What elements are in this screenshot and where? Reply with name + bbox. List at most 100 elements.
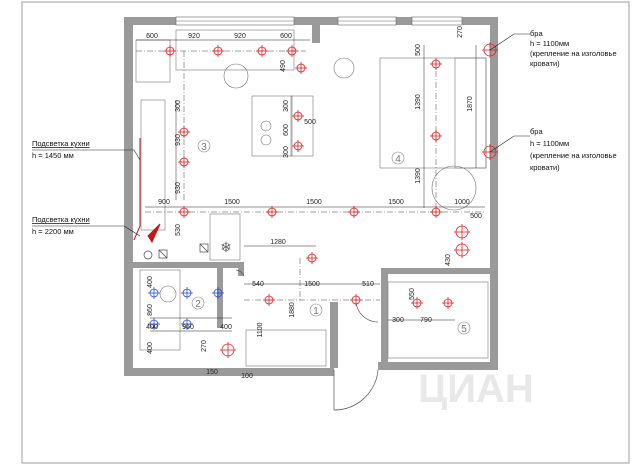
dim-label: 400 (146, 324, 158, 331)
dim-label: 400 (220, 324, 232, 331)
light-fixture (164, 45, 176, 57)
bathroom-light (181, 318, 193, 330)
dim-label: 500 (415, 44, 422, 56)
windows (175, 16, 463, 26)
light-fixture (286, 45, 298, 57)
dim-label: 1390 (415, 94, 422, 110)
light-fixture (454, 242, 470, 258)
bathroom-light (181, 287, 193, 299)
annotation-kitchen-light-1-title: Подсветка кухни (32, 139, 90, 148)
bathroom-light (148, 287, 160, 299)
room-number-4: 4 (395, 154, 401, 165)
light-fixture (348, 206, 360, 218)
annotation-kitchen-light-1-height: h = 1450 мм (32, 151, 74, 160)
dim-label: 500 (304, 119, 316, 126)
light-fixture (212, 45, 224, 57)
dim-label: 1100 (257, 322, 264, 337)
dim-label: 490 (280, 60, 287, 72)
light-fixture (306, 252, 318, 264)
annotation-bra-right-2: h = 1100мм (530, 139, 569, 148)
dimension-labels: 600 920 920 600 490 300 600 300 500 300 … (146, 26, 482, 380)
light-fixture (292, 140, 304, 152)
dim-label: 920 (188, 33, 200, 40)
annotation-bra-top-1: бра (530, 29, 543, 38)
watermark: ЦИАН (418, 367, 534, 411)
dim-label: 930 (175, 134, 182, 146)
dim-label: 920 (234, 33, 246, 40)
dim-label: 500 (470, 213, 482, 220)
light-fixture (256, 45, 268, 57)
dim-label: 600 (283, 124, 290, 136)
annotation-kitchen-light-2-title: Подсветка кухни (32, 215, 90, 224)
light-fixture (263, 294, 275, 306)
dim-label: 150 (206, 369, 218, 376)
sheet-border (21, 1, 630, 464)
dim-label: 100 (241, 373, 253, 380)
dim-label: 270 (457, 26, 464, 38)
annotation-bra-top-4: кровати) (530, 59, 560, 68)
dim-label: 790 (420, 317, 432, 324)
light-fixture (430, 130, 442, 142)
light-fixture (430, 206, 442, 218)
annotation-bra-right-1: бра (530, 127, 543, 136)
vent-symbol (143, 250, 153, 260)
dim-label: 550 (409, 288, 416, 300)
light-fixture (220, 342, 236, 358)
dim-label: 600 (146, 33, 158, 40)
bathroom-lights (148, 287, 224, 330)
light-fixture (178, 206, 190, 218)
dim-label: 1280 (270, 239, 286, 246)
kitchen-lighting-strip (133, 138, 161, 244)
switch-symbol (158, 249, 168, 259)
room-number-1: 1 (313, 306, 319, 317)
annotation-bra-top-2: h = 1100мм (530, 39, 569, 48)
dim-label: 1500 (224, 199, 240, 206)
dim-label: 1870 (467, 96, 474, 112)
bathroom-light (148, 318, 160, 330)
dim-label: 930 (175, 182, 182, 194)
dim-label: 600 (280, 33, 292, 40)
walls (124, 17, 498, 376)
light-fixture (266, 206, 278, 218)
annotation-bra-top-3: (крепление на изголовье (530, 49, 617, 58)
dim-label: 1500 (304, 281, 320, 288)
dimension-lines (136, 39, 485, 332)
light-fixture (350, 294, 362, 306)
dim-label: 1500 (306, 199, 322, 206)
doors (235, 269, 379, 411)
light-fixture (178, 126, 190, 138)
annotation-leaders (32, 33, 530, 237)
light-fixture (411, 297, 423, 309)
room-number-2: 2 (195, 299, 201, 310)
room-number-3: 3 (201, 142, 207, 153)
fan-icon: ❄ (220, 239, 232, 255)
light-fixture (430, 58, 442, 70)
dim-label: 300 (392, 317, 404, 324)
room-number-5: 5 (461, 324, 467, 335)
dim-label: 430 (445, 254, 452, 266)
dim-label: 300 (175, 100, 182, 112)
dim-label: 1000 (454, 199, 470, 206)
room-numbers (191, 139, 471, 335)
dim-label: 300 (283, 146, 290, 158)
light-fixture (454, 224, 470, 240)
annotation-kitchen-light-2-height: h = 2200 мм (32, 227, 74, 236)
panel-symbol (199, 243, 209, 253)
dim-label: 300 (283, 100, 290, 112)
bathroom-light (212, 287, 224, 299)
furniture (135, 29, 489, 367)
dim-label: 540 (252, 281, 264, 288)
dim-label: 960 (182, 324, 194, 331)
dim-label: 510 (362, 281, 374, 288)
annotation-bra-right-4: кровати) (530, 163, 560, 172)
annotation-bra-right-3: (крепление на изголовье (530, 151, 617, 160)
dim-label: 1880 (289, 302, 296, 318)
dim-label: 270 (201, 340, 208, 352)
dim-label: 1500 (388, 199, 404, 206)
light-fixture (295, 62, 307, 74)
dim-label: 900 (158, 199, 170, 206)
dim-label: 860 (147, 304, 154, 316)
dim-label: 400 (147, 342, 154, 354)
light-fixture (178, 156, 190, 168)
